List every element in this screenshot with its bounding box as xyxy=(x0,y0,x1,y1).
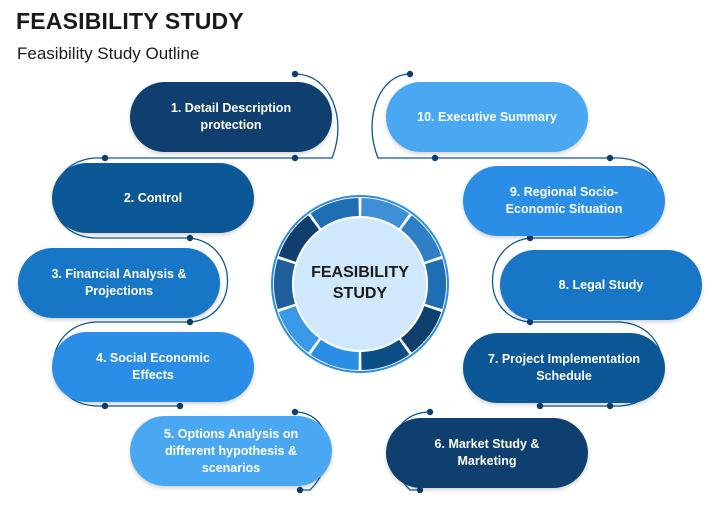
step-label-5: 5. Options Analysis on different hypothe… xyxy=(163,426,299,475)
step-pill-4: 4. Social Economic Effects xyxy=(52,332,254,402)
step-label-9: 9. Regional Socio-Economic Situation xyxy=(505,185,623,216)
ring-segment xyxy=(310,198,360,229)
page-subtitle: Feasibility Study Outline xyxy=(17,44,200,63)
ring-segment xyxy=(360,339,410,370)
step-pill-3: 3. Financial Analysis & Projections xyxy=(18,248,220,318)
center-label-line2: STUDY xyxy=(332,285,388,302)
ring-segment xyxy=(278,215,320,263)
step-pill-2: 2. Control xyxy=(52,163,254,233)
step-pill-5: 5. Options Analysis on different hypothe… xyxy=(130,416,332,486)
ring-segment xyxy=(278,305,320,353)
step-label-6: 6. Market Study & Marketing xyxy=(434,437,540,468)
ring-segment xyxy=(400,305,442,353)
ring-segment xyxy=(424,258,446,310)
step-pill-1: 1. Detail Description protection xyxy=(130,82,332,152)
step-pill-8: 8. Legal Study xyxy=(500,250,702,320)
step-label-1: 1. Detail Description protection xyxy=(170,101,292,132)
center-label-line1: FEASIBILITY xyxy=(311,264,409,281)
step-label-10: 10. Executive Summary xyxy=(417,109,557,124)
page-title: FEASIBILITY STUDY xyxy=(16,8,244,34)
step-pill-7: 7. Project Implementation Schedule xyxy=(463,333,665,403)
ring-segment xyxy=(310,339,360,370)
step-label-7: 7. Project Implementation Schedule xyxy=(487,352,641,383)
step-label-4: 4. Social Economic Effects xyxy=(96,351,210,382)
step-label-8: 8. Legal Study xyxy=(558,277,644,292)
step-pill-10: 10. Executive Summary xyxy=(386,82,588,152)
center-ring xyxy=(271,195,449,373)
step-label-2: 2. Control xyxy=(123,190,183,205)
ring-segment xyxy=(274,258,296,310)
center-label: FEASIBILITY STUDY xyxy=(290,262,430,304)
step-pill-6: 6. Market Study & Marketing xyxy=(386,418,588,488)
ring-segment xyxy=(400,215,442,263)
ring-segment xyxy=(360,198,410,229)
step-label-3: 3. Financial Analysis & Projections xyxy=(51,267,187,298)
step-pill-9: 9. Regional Socio-Economic Situation xyxy=(463,166,665,236)
